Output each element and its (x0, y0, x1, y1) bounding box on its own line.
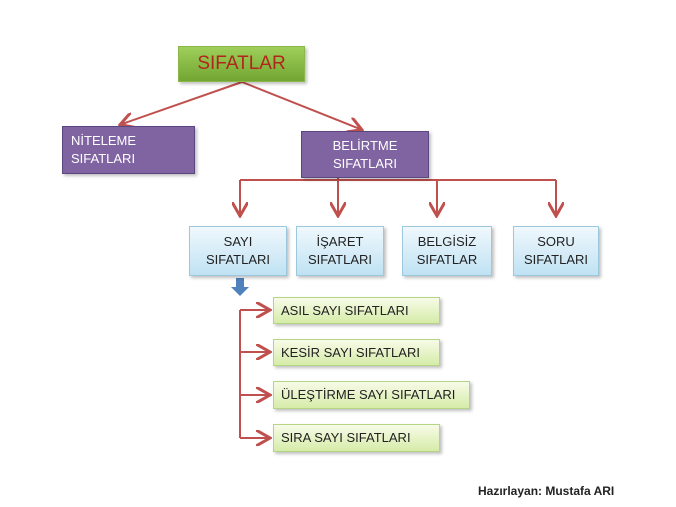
belgisiz-line1: BELGİSİZ (417, 234, 477, 249)
belirtme-label: BELİRTME SIFATLARI (332, 137, 398, 171)
arrow-to-belirtme (241, 81, 360, 129)
sira-label: SIRA SAYI SIFATLARI (281, 430, 411, 445)
sayi-line2: SIFATLARI (205, 252, 271, 267)
node-kesir-sayi: KESİR SAYI SIFATLARI (273, 339, 440, 366)
root-node-sifatlar: SIFATLAR (178, 46, 305, 82)
node-soru: SORU SIFATLARI (513, 226, 599, 276)
soru-line2: SIFATLARI (523, 252, 589, 267)
node-sira-sayi: SIRA SAYI SIFATLARI (273, 424, 440, 452)
sayi-line1: SAYI (223, 234, 253, 249)
node-asil-sayi: ASIL SAYI SIFATLARI (273, 297, 440, 324)
node-belirtme: BELİRTME SIFATLARI (301, 131, 429, 178)
node-belgisiz: BELGİSİZ SIFATLAR (402, 226, 492, 276)
asil-label: ASIL SAYI SIFATLARI (281, 302, 409, 318)
belgisiz-line2: SIFATLAR (416, 252, 478, 267)
isaret-line1: İŞARET (316, 234, 364, 249)
soru-line1: SORU (537, 234, 575, 249)
kesir-label: KESİR SAYI SIFATLARI (281, 344, 420, 360)
node-sayi: SAYI SIFATLARI (189, 226, 287, 276)
ulestirme-label: ÜLEŞTİRME SAYI SIFATLARI (281, 387, 456, 402)
niteleme-label: NİTELEME SIFATLARI (71, 133, 137, 166)
arrow-to-niteleme (122, 81, 243, 124)
node-ulestirme-sayi: ÜLEŞTİRME SAYI SIFATLARI (273, 381, 470, 409)
node-isaret: İŞARET SIFATLARI (296, 226, 384, 276)
blue-down-arrow-icon (231, 278, 249, 296)
isaret-line2: SIFATLARI (307, 252, 373, 267)
node-niteleme: NİTELEME SIFATLARI (62, 126, 195, 174)
author-credit: Hazırlayan: Mustafa ARI (478, 484, 615, 498)
root-label: SIFATLAR (197, 53, 286, 74)
